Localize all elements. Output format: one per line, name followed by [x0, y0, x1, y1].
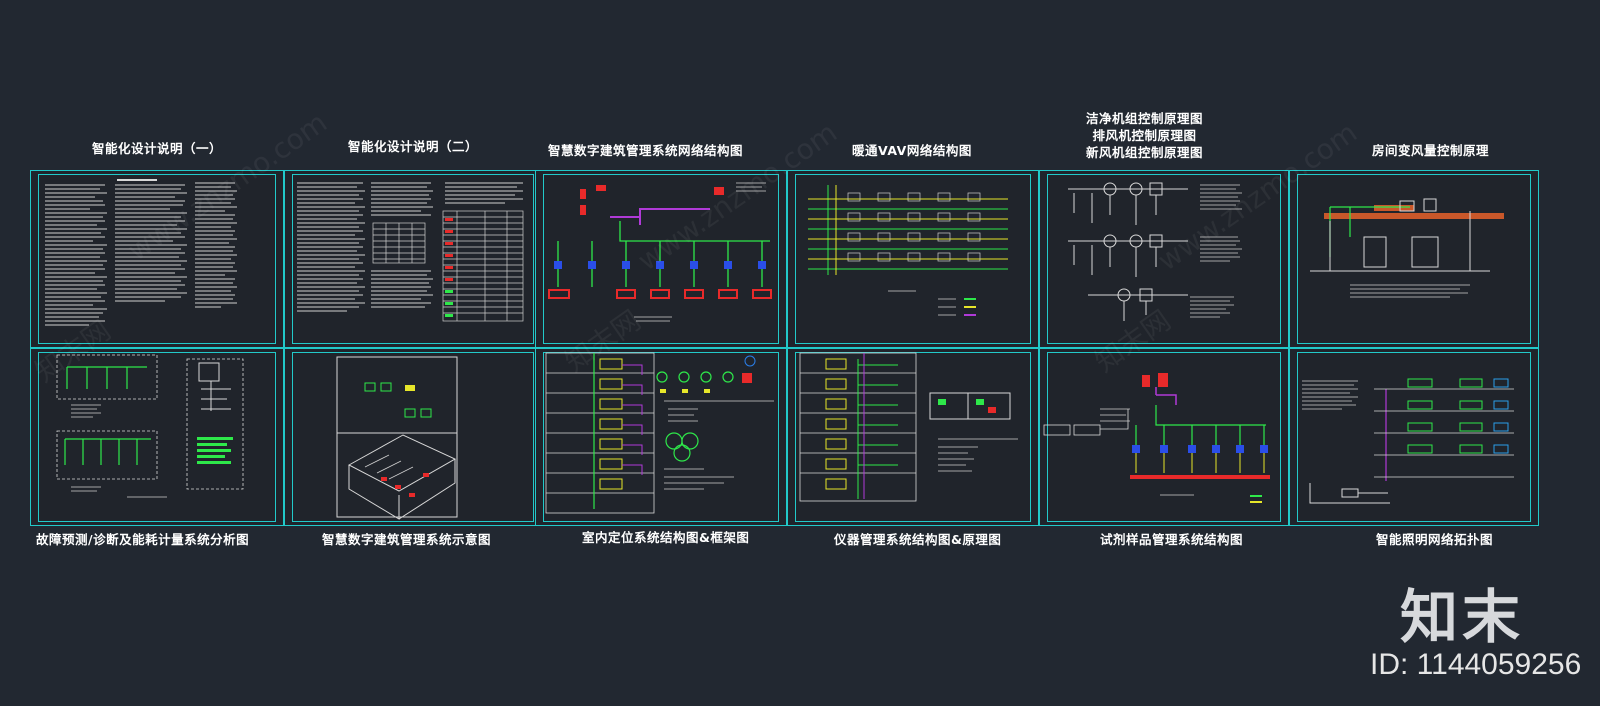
drawing-sheet-hvac-vav[interactable]: [787, 170, 1039, 348]
sheet-title-design-notes-2: 智能化设计说明（二）: [348, 139, 479, 154]
sheet-graphics: [1302, 378, 1514, 504]
title-line-clean-unit: 洁净机组控制原理图: [1086, 111, 1204, 126]
drawing-sheet-bms-schematic[interactable]: [284, 348, 542, 526]
sheet-graphics: [45, 179, 237, 326]
drawing-sheet-instrument-mgmt[interactable]: [787, 348, 1039, 526]
drawing-sheet-fault-diagnosis[interactable]: [30, 348, 284, 526]
drawing-sheet-design-notes-2[interactable]: [284, 170, 542, 348]
sheet-title-lighting-topology: 智能照明网络拓扑图: [1376, 532, 1494, 547]
sheet-graphics: [545, 352, 774, 514]
brand-logo: 知末: [1400, 583, 1525, 651]
sheet-title-bms-schematic: 智慧数字建筑管理系统示意图: [322, 532, 492, 547]
sheet-title-air-unit-controls: 洁净机组控制原理图 排风机控制原理图 新风机组控制原理图: [1086, 110, 1203, 161]
sheet-title-instrument-mgmt: 仪器管理系统结构图&原理图: [834, 532, 1002, 547]
sheet-title-fault-diagnosis: 故障预测/诊断及能耗计量系统分析图: [36, 532, 250, 547]
sheet-graphics: [799, 352, 1018, 502]
drawing-sheet-design-notes-1[interactable]: [30, 170, 284, 348]
drawing-sheet-room-vav[interactable]: [1289, 170, 1539, 348]
sheet-title-hvac-vav: 暖通VAV网络结构图: [852, 143, 972, 158]
drawing-sheet-indoor-positioning[interactable]: [535, 348, 787, 526]
sheet-title-design-notes-1: 智能化设计说明（一）: [92, 141, 223, 156]
sheet-title-bms-network: 智慧数字建筑管理系统网络结构图: [548, 143, 744, 158]
drawing-sheet-air-unit-controls[interactable]: [1039, 170, 1289, 348]
sheet-title-reagent-mgmt: 试剂样品管理系统结构图: [1100, 532, 1244, 547]
sheet-graphics: [336, 356, 458, 520]
asset-id-label: ID: 1144059256: [1370, 648, 1582, 681]
sheet-graphics: [1310, 198, 1504, 298]
sheet-title-room-vav: 房间变风量控制原理: [1372, 143, 1490, 158]
sheet-title-indoor-positioning: 室内定位系统结构图&框架图: [582, 530, 750, 545]
sheet-graphics: [548, 182, 772, 322]
sheet-graphics: [56, 354, 244, 498]
title-line-exhaust-fan: 排风机控制原理图: [1092, 128, 1197, 143]
title-line-fresh-air: 新风机组控制原理图: [1086, 145, 1204, 160]
sheet-graphics: [1068, 182, 1242, 321]
sheet-graphics: [297, 182, 524, 322]
sheet-graphics: [808, 185, 1008, 316]
drawing-sheet-lighting-topology[interactable]: [1289, 348, 1539, 526]
drawing-sheet-reagent-mgmt[interactable]: [1039, 348, 1289, 526]
drawing-sheet-bms-network[interactable]: [535, 170, 787, 348]
sheet-graphics: [1043, 373, 1270, 503]
